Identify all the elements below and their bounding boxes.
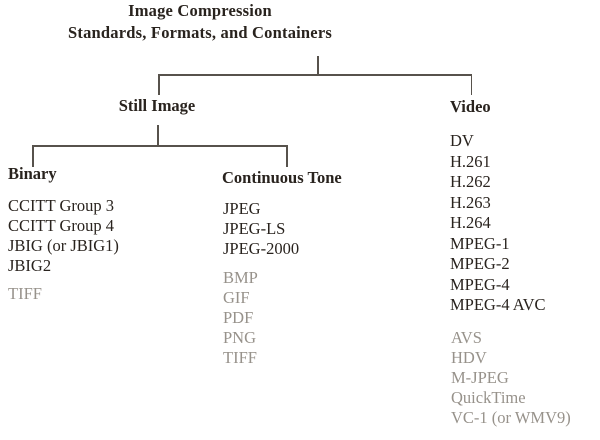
continuous-tone-format-item: GIF [223, 288, 250, 307]
continuous-tone-standard-item: JPEG-LS [223, 219, 286, 238]
continuous-tone-format-item: PNG [223, 328, 257, 347]
connector-continuous-tone-drop [286, 145, 288, 167]
diagram-title: Image Compression Standards, Formats, an… [0, 0, 400, 44]
branch-binary-label: Binary [8, 164, 57, 183]
video-format-item: HDV [451, 348, 487, 367]
video-standard-item: H.264 [450, 213, 491, 232]
binary-format-item: TIFF [8, 284, 42, 303]
continuous-tone-format-item: TIFF [223, 348, 257, 367]
video-standard-item: H.263 [450, 192, 491, 212]
connector-level2-horizontal [32, 145, 288, 147]
binary-standard-item: JBIG2 [8, 256, 52, 275]
binary-standard-item: JBIG (or JBIG1) [8, 236, 119, 255]
video-format-item: VC-1 (or WMV9) [451, 408, 571, 427]
video-standard-item: MPEG-4 AVC [450, 295, 546, 314]
continuous-tone-standard-item: JPEG [223, 199, 261, 218]
diagram-title-line2: Standards, Formats, and Containers [68, 23, 332, 42]
continuous-tone-standard-item: JPEG-2000 [223, 239, 300, 258]
connector-title-stem [317, 56, 319, 74]
video-standard-item: H.261 [450, 151, 491, 171]
binary-formats-list: TIFF [8, 284, 42, 304]
continuous-tone-format-item: PDF [223, 308, 254, 327]
video-standard-item: H.262 [450, 172, 491, 191]
connector-still-image-stem [157, 125, 159, 145]
branch-still-image-label: Still Image [118, 96, 196, 115]
video-standard-item: MPEG-1 [450, 233, 510, 253]
branch-continuous-tone-label: Continuous Tone [222, 168, 342, 187]
video-format-item: M-JPEG [451, 368, 509, 387]
video-standard-item: MPEG-2 [450, 254, 510, 273]
connector-level1-horizontal [158, 74, 472, 76]
binary-standard-item: CCITT Group 3 [8, 196, 115, 215]
connector-binary-drop [32, 145, 34, 167]
branch-video-label: Video [450, 97, 491, 116]
video-format-item: QuickTime [451, 388, 526, 407]
binary-standard-item: CCITT Group 4 [8, 216, 115, 235]
diagram-title-line1: Image Compression [128, 1, 272, 20]
video-standard-item: DV [450, 131, 474, 150]
connector-video-drop [470, 74, 472, 95]
video-format-item: AVS [451, 328, 482, 347]
video-standard-item: MPEG-4 [450, 274, 510, 294]
continuous-tone-format-item: BMP [223, 268, 258, 287]
connector-still-image-drop [158, 74, 160, 95]
